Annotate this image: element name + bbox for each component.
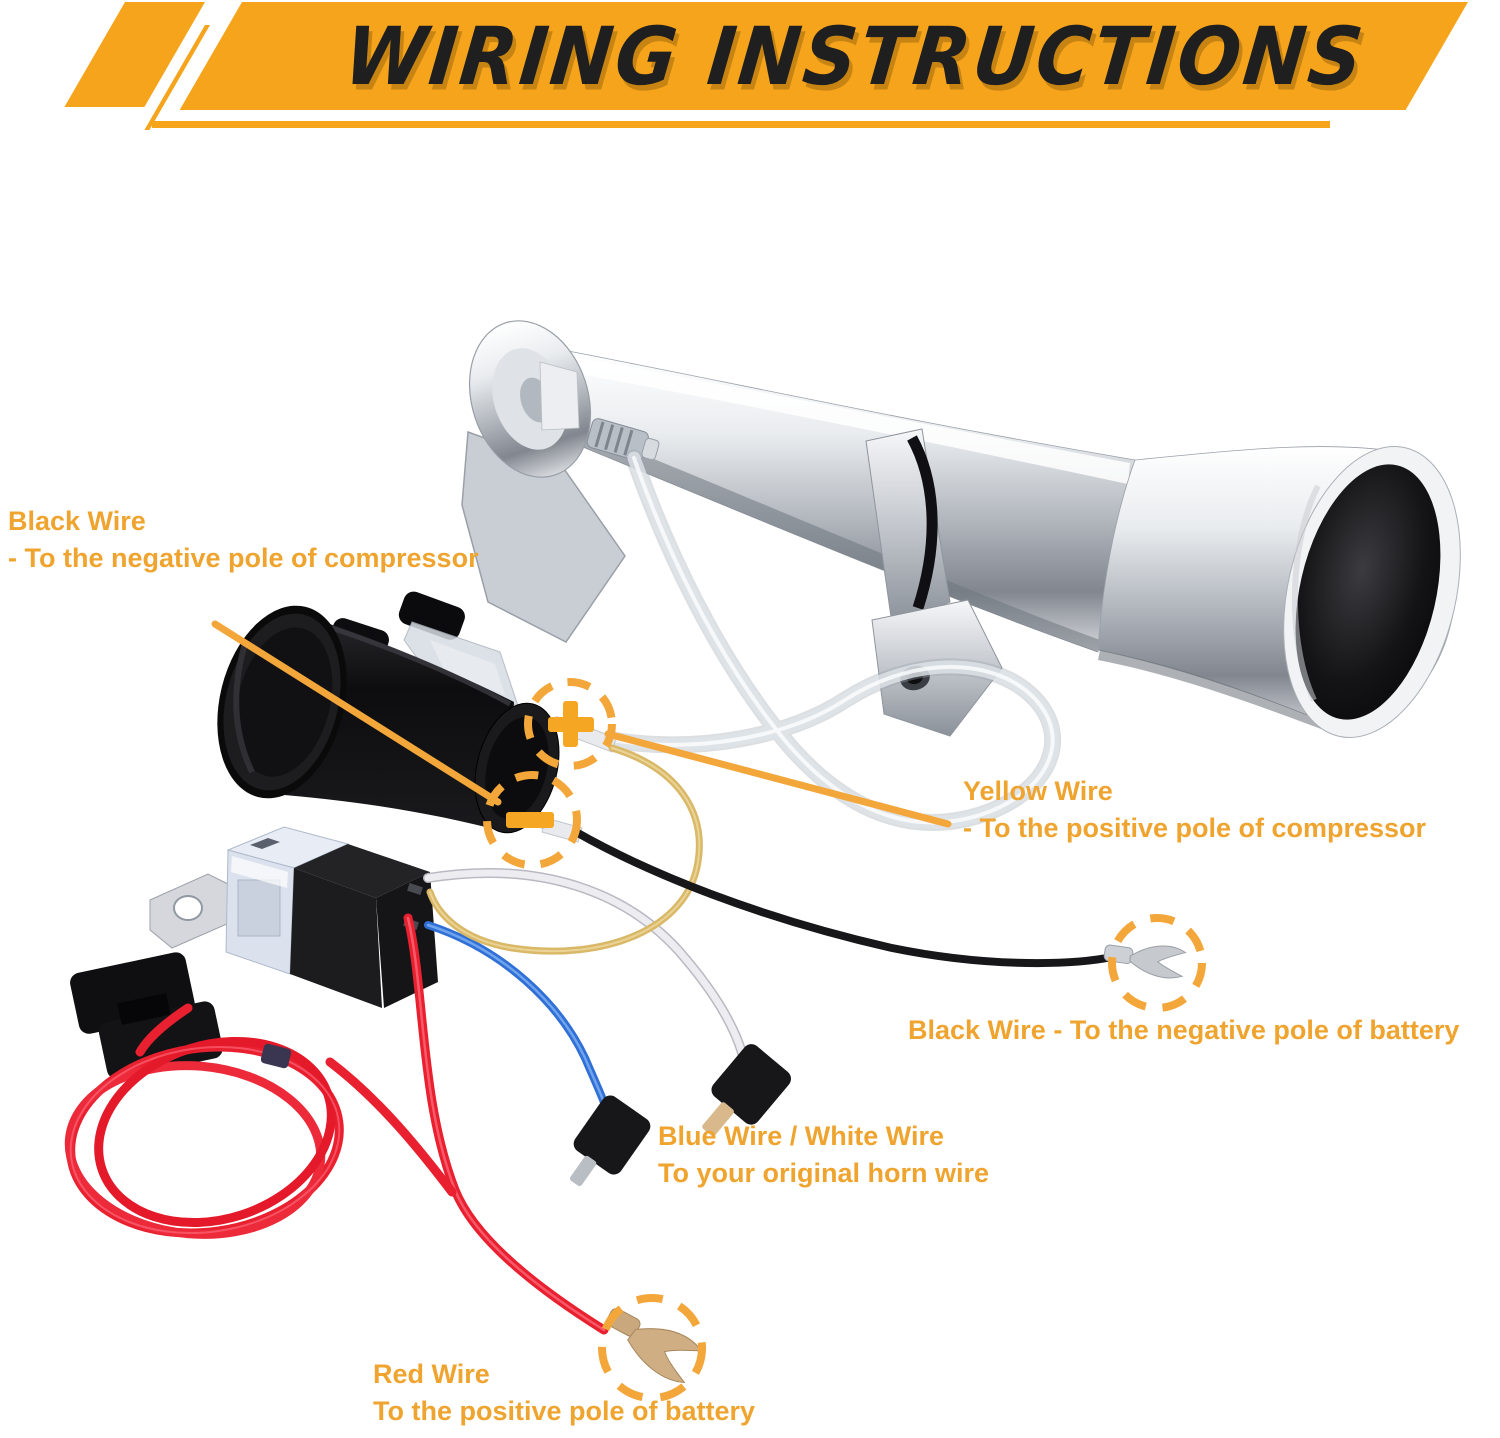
horn-tube-shade: [556, 420, 1100, 652]
dashed-circle-battery-positive: [598, 1294, 706, 1402]
minus-icon: [506, 812, 554, 828]
label-line: - To the positive pole of compressor: [963, 813, 1427, 843]
horn-flange: [468, 320, 592, 478]
page-title: WIRING INSTRUCTIONS: [340, 10, 1370, 104]
banner-underline: [152, 121, 1330, 128]
horn-bell-mouth: [1295, 464, 1441, 720]
compressor-front-face: [235, 627, 333, 777]
fuse-holder: [70, 952, 223, 1079]
callout-line-black-compressor: [211, 620, 502, 806]
plus-icon: [548, 701, 594, 747]
label-line: - To the negative pole of compressor: [8, 543, 479, 573]
air-horn: [461, 320, 1461, 738]
label-line: To your original horn wire: [658, 1158, 990, 1188]
label-black-wire-battery: Black Wire - To the negative pole of bat…: [908, 1015, 1460, 1045]
dashed-circle-plus: [524, 678, 616, 770]
horn-air-inlet-nipple: [586, 418, 660, 462]
label-line: Yellow Wire: [963, 776, 1113, 806]
horn-tube-highlight: [563, 355, 1130, 484]
label-line: Blue Wire / White Wire: [658, 1121, 945, 1151]
white-wire-connector: [702, 1044, 791, 1137]
label-black-wire-compressor: Black Wire - To the negative pole of com…: [8, 503, 479, 577]
black-wire: [572, 828, 1116, 968]
label-blue-white-wire: Blue Wire / White Wire To your original …: [658, 1118, 989, 1192]
label-line: Black Wire: [8, 506, 146, 536]
white-wire: [423, 868, 749, 1065]
air-tube: [603, 449, 1062, 831]
label-line: Red Wire: [373, 1359, 490, 1389]
relay-clear-cover: [225, 826, 350, 975]
blue-wire: [424, 921, 611, 1116]
dashed-circle-minus: [483, 771, 581, 869]
blue-wire-connector: [569, 1095, 651, 1187]
callouts: [211, 620, 1206, 1402]
label-yellow-wire-compressor: Yellow Wire - To the positive pole of co…: [963, 773, 1426, 847]
label-red-wire-battery: Red Wire To the positive pole of battery: [373, 1356, 755, 1430]
compressor: [217, 591, 617, 843]
callout-line-yellow-compressor: [604, 730, 952, 828]
label-line: To the positive pole of battery: [373, 1396, 756, 1426]
fork-terminal-negative: [1103, 944, 1187, 979]
red-wire-coil: [64, 1003, 457, 1239]
relay: [149, 826, 438, 1008]
yellow-wire: [426, 744, 703, 955]
horn-bell: [1097, 446, 1461, 738]
relay-socket: [290, 844, 438, 1008]
zip-tie: [260, 1043, 292, 1069]
dashed-circle-battery-negative: [1108, 914, 1206, 1012]
